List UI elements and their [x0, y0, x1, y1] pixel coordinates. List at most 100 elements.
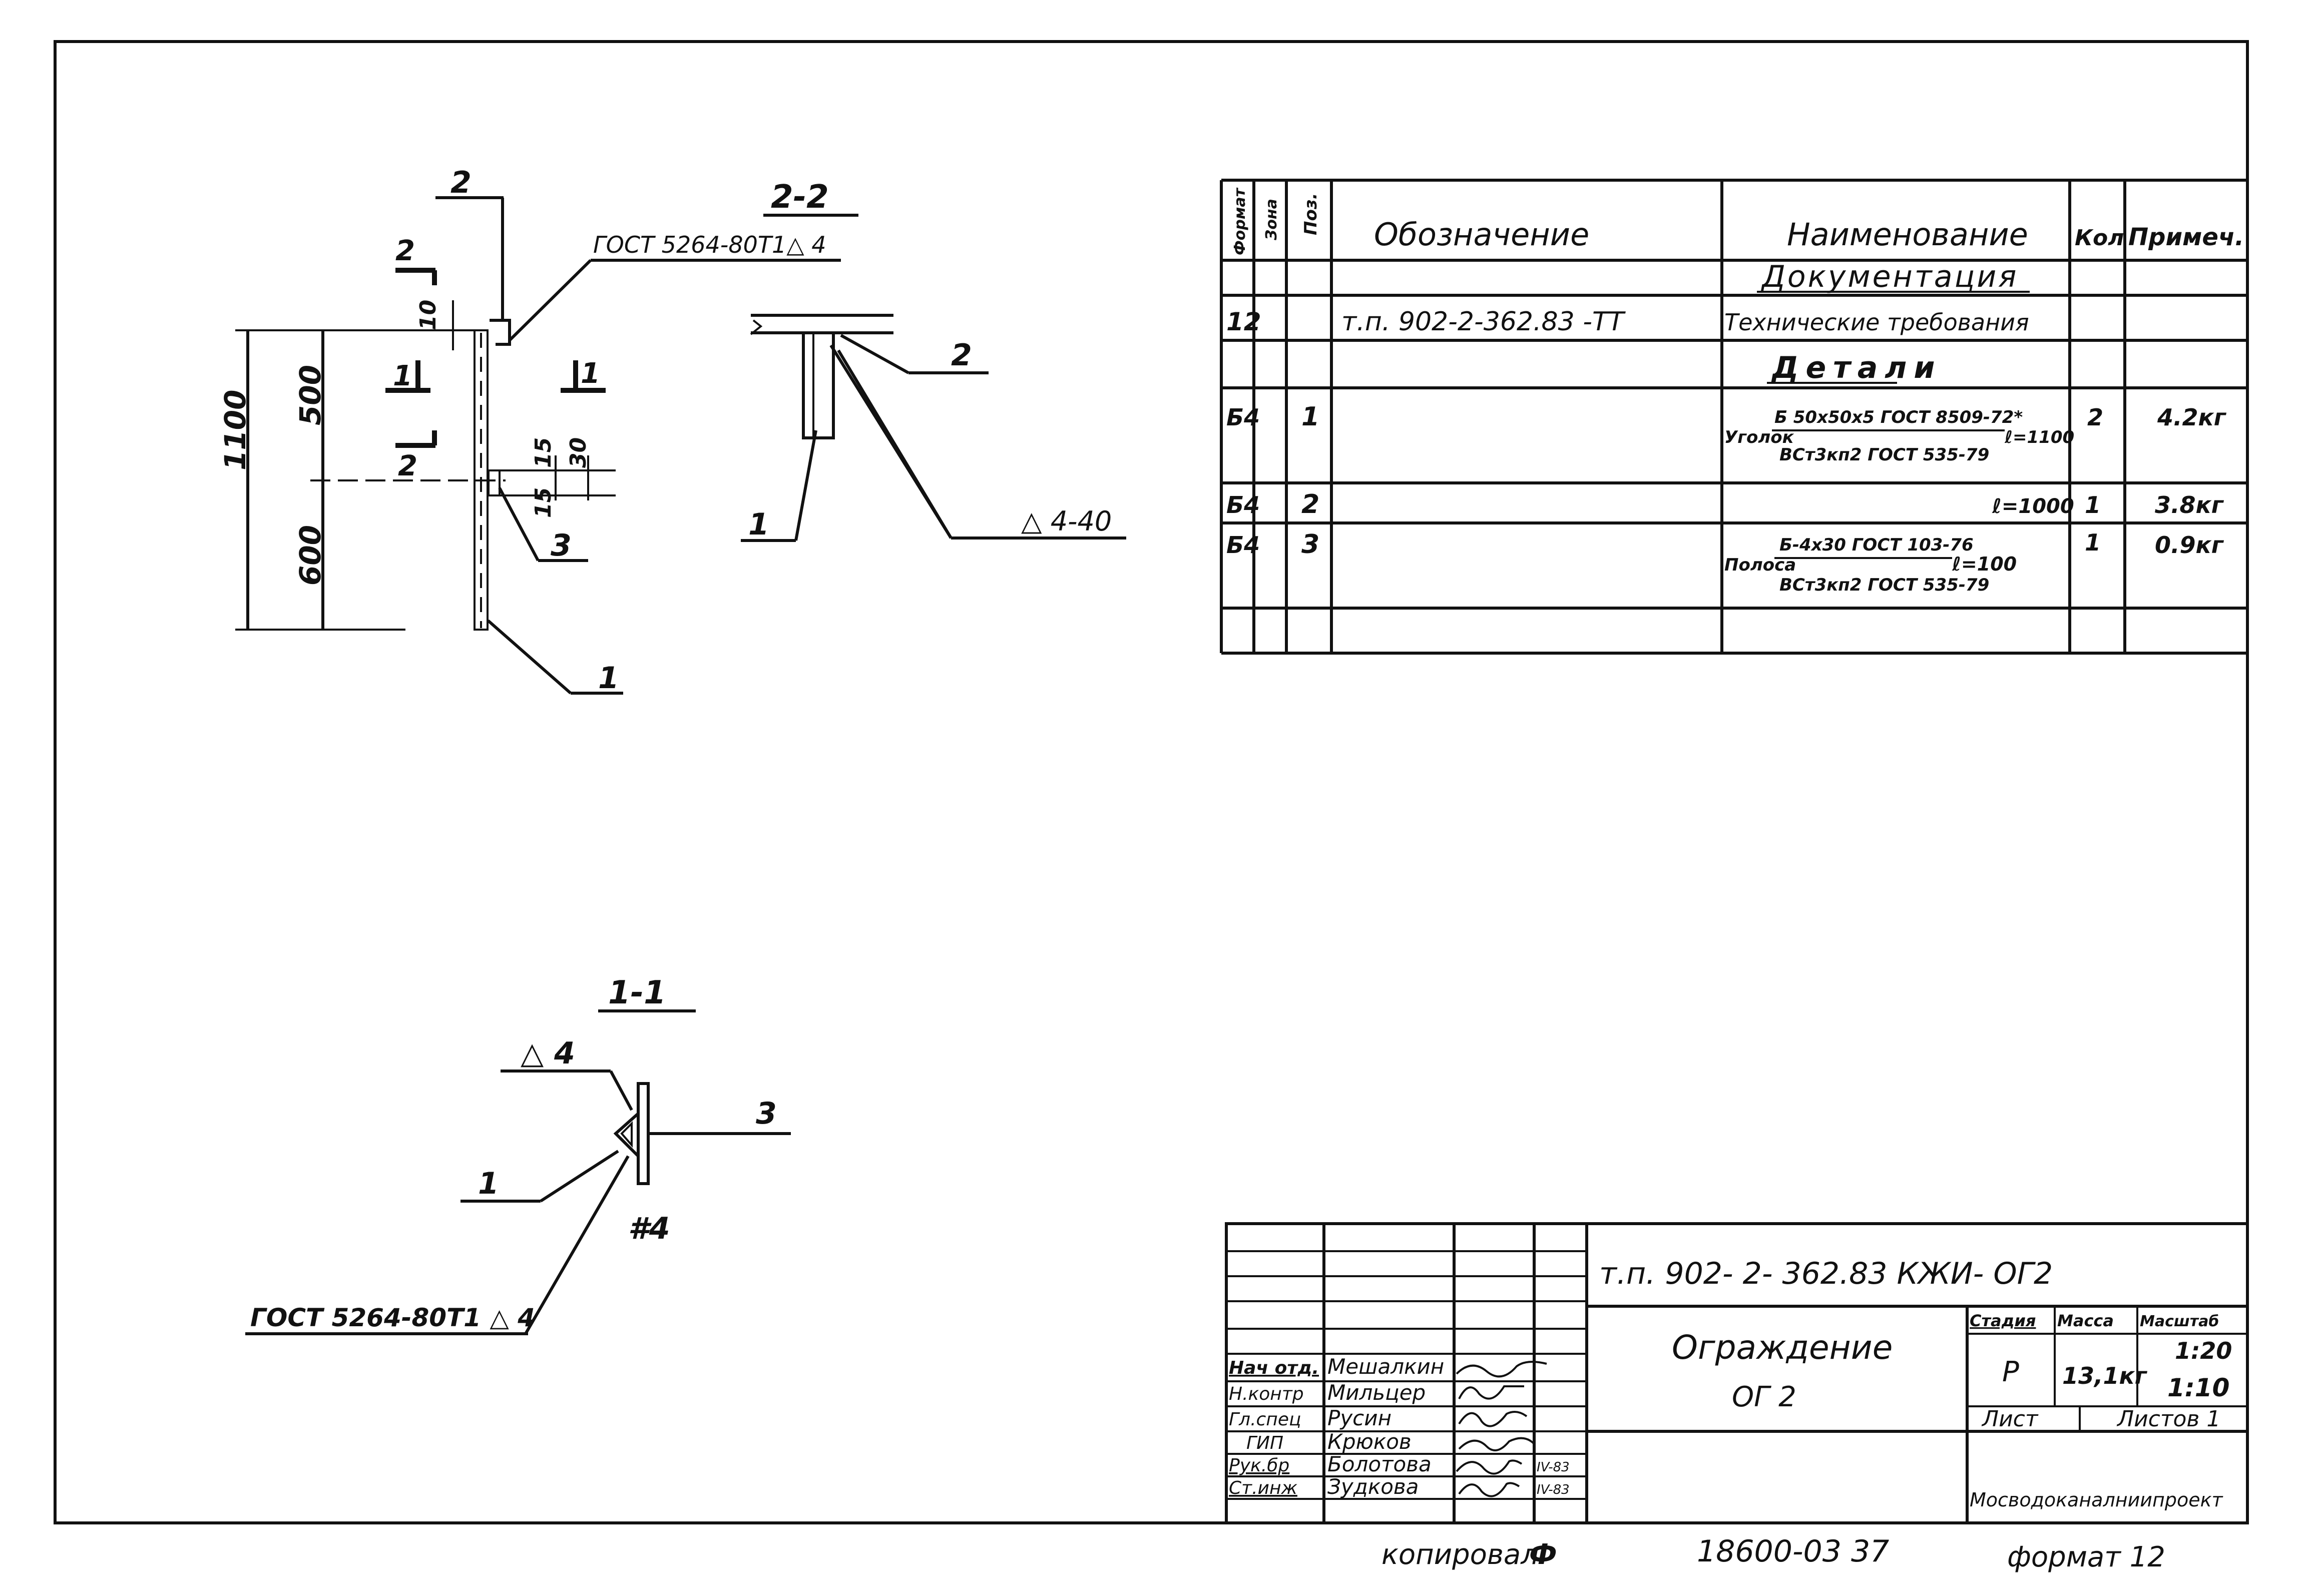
row3-pos: 3: [1301, 529, 1319, 560]
pos-3-side: 3: [551, 528, 572, 563]
row3-length: ℓ=100: [1952, 553, 2017, 575]
tb-stage-label: Стадия: [1970, 1311, 2036, 1330]
doc-row-format: 12: [1226, 307, 1261, 336]
dim-10: 10: [415, 300, 441, 330]
tb-mass-label: Масса: [2057, 1311, 2114, 1330]
dim-600: 600: [293, 525, 327, 586]
tb-mass-value: 13,1кг: [2062, 1362, 2148, 1389]
tb-scale-label: Масштаб: [2140, 1313, 2219, 1330]
tb-stage-value: Р: [2002, 1356, 2019, 1388]
sec22-pos-2: 2: [951, 338, 972, 373]
signature-5: [1458, 1482, 1520, 1497]
section-1-1: 1-1 3 △ 4 1 #4 ГОСТ 5264-80Т1 △ 4: [245, 974, 791, 1335]
cut-2-upper-label: 2: [395, 235, 415, 267]
tb-role-0: Нач отд.: [1229, 1358, 1319, 1378]
tb-name-0: Мешалкин: [1327, 1354, 1444, 1379]
section-documentation: Документация: [1760, 259, 2018, 294]
tb-sheets-label: Листов 1: [2116, 1406, 2220, 1432]
leader-1: [487, 619, 572, 695]
tb-name-2: Русин: [1327, 1406, 1392, 1430]
signature-0: [1456, 1361, 1547, 1378]
tb-sheet-label: Лист: [1981, 1406, 2039, 1432]
tb-organization: Мосводоканалниипроект: [1970, 1489, 2224, 1511]
tb-name-5: Зудкова: [1327, 1474, 1419, 1499]
section-details: Детали: [1771, 350, 1942, 385]
sec11-weld-leader: [609, 1070, 633, 1111]
hdr-pos: Поз.: [1301, 193, 1321, 236]
tb-doc-code: т.п. 902- 2- 362.83 КЖИ- ОГ2: [1599, 1256, 2053, 1291]
doc-row-designation: т.п. 902-2-362.83 -ТТ: [1341, 307, 1626, 337]
hdr-qty: Кол: [2075, 225, 2124, 251]
row2-length: ℓ=1000: [1992, 495, 2074, 518]
sec11-pos-3: 3: [756, 1096, 777, 1131]
pos-1-side: 1: [598, 661, 619, 696]
signature-3: [1458, 1437, 1535, 1451]
top-rail-profile: [490, 319, 511, 346]
dim-30: 30: [566, 437, 591, 468]
gost-top-leader: [508, 259, 592, 342]
cut-1-right-label: 1: [581, 357, 600, 390]
tb-date-4: IV-83: [1537, 1460, 1570, 1475]
sec22-pos-1: 1: [748, 507, 769, 542]
row1-length: ℓ=1100: [2004, 427, 2074, 447]
dim-15b: 15: [531, 487, 556, 518]
sec11-weld: △ 4: [521, 1036, 575, 1071]
tb-role-3: ГИП: [1246, 1433, 1283, 1453]
hdr-zone: Зона: [1263, 199, 1280, 241]
row3-name-bottom: ВСт3кп2 ГОСТ 535-79: [1779, 575, 1989, 595]
row2-pos: 2: [1301, 489, 1319, 519]
hdr-format: Формат: [1231, 187, 1249, 255]
tb-title-2: ОГ 2: [1732, 1381, 1796, 1413]
tb-role-5: Ст.инж: [1229, 1478, 1297, 1498]
tb-name-4: Болотова: [1327, 1452, 1432, 1476]
side-view: 2 ГОСТ 5264-80Т1△ 4 2 2 1 1 1100 500 600…: [218, 165, 841, 696]
gost-bottom-label: ГОСТ 5264-80Т1 △ 4: [250, 1303, 535, 1332]
gost-top-label: ГОСТ 5264-80Т1△ 4: [593, 231, 826, 258]
tb-name-3: Крюков: [1327, 1429, 1412, 1454]
row3-qty: 1: [2085, 529, 2101, 556]
hdr-name: Наименование: [1787, 216, 2028, 253]
footer-copied-sign: Ф: [1529, 1538, 1557, 1571]
dim-15a: 15: [531, 437, 556, 468]
row2-qty: 1: [2085, 491, 2101, 518]
sheet-frame: [54, 40, 2249, 1524]
hdr-note: Примеч.: [2128, 223, 2244, 251]
sec22-weld-leader-b: [837, 349, 953, 539]
sec11-pos-1: 1: [478, 1166, 499, 1201]
sec11-thickness: #4: [628, 1211, 670, 1246]
sec11-leader-1: [540, 1150, 619, 1203]
spec-table: Формат Зона Поз. Обозначение Наименовани…: [1220, 179, 2247, 655]
dim-500: 500: [293, 365, 327, 425]
row3-note: 0.9кг: [2155, 531, 2224, 559]
footer-archive-no: 18600-03 37: [1697, 1534, 1889, 1569]
rail-break-mark: [750, 319, 763, 335]
sec22-leader-1: [794, 430, 817, 541]
sec11-weld-inner: [620, 1121, 633, 1148]
footer-copied-by: копировал:: [1381, 1538, 1548, 1571]
row3-name-top: Б-4х30 ГОСТ 103-76: [1779, 535, 1974, 555]
tb-role-2: Гл.спец: [1229, 1409, 1301, 1430]
tb-role-1: Н.контр: [1229, 1384, 1304, 1404]
row2-note: 3.8кг: [2155, 491, 2224, 518]
title-block: т.п. 902- 2- 362.83 КЖИ- ОГ2 Ограждение …: [1225, 1222, 2249, 1524]
row1-format: Б4: [1226, 404, 1260, 431]
signature-2: [1458, 1411, 1528, 1427]
footer-format: формат 12: [2007, 1541, 2165, 1573]
sec22-leader-2: [840, 334, 909, 374]
section-2-2: 2-2 2 1 △ 4-40: [741, 179, 1126, 542]
section-2-2-title: 2-2: [771, 179, 829, 216]
tb-scale-2: 1:10: [2167, 1373, 2229, 1402]
tb-name-1: Мильцер: [1327, 1380, 1426, 1405]
row3-format: Б4: [1226, 531, 1260, 559]
title-block-frame: [1225, 1222, 2249, 1524]
callout-2-top: 2: [450, 165, 472, 200]
section-1-1-title: 1-1: [608, 974, 666, 1011]
plate-3: [488, 469, 501, 496]
tb-title-1: Ограждение: [1672, 1328, 1893, 1367]
tb-date-5: IV-83: [1537, 1482, 1570, 1497]
row1-name-top: Б 50х50х5 ГОСТ 8509-72*: [1774, 407, 2023, 427]
row1-qty: 2: [2087, 404, 2103, 431]
tb-scale-1: 1:20: [2175, 1337, 2232, 1364]
sec11-weld-bead: [613, 1110, 640, 1160]
